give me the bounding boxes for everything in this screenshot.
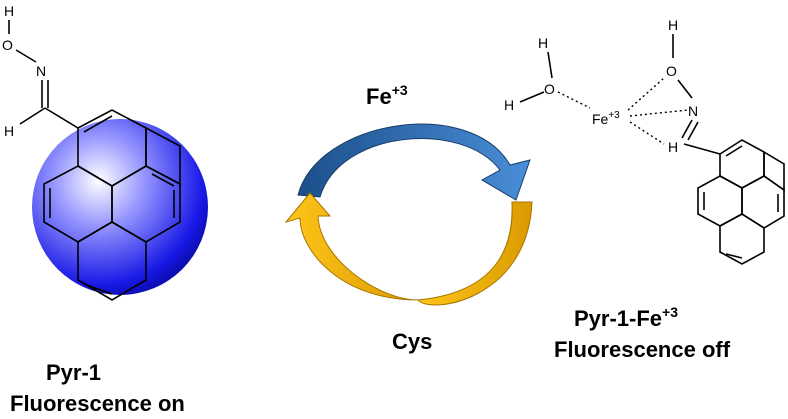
pyr-1-fe-status: Fluorescence off: [554, 337, 731, 362]
atom-n-oxime: N: [36, 63, 46, 79]
cys-reagent-label: Cys: [392, 329, 432, 354]
atom-fe: Fe+3: [592, 110, 620, 127]
pyr-1-label: Pyr-1: [46, 360, 101, 385]
reversible-cycle: [284, 123, 533, 306]
atom-h-water-1: H: [538, 35, 548, 51]
atom-h-hydroxyl: H: [4, 3, 14, 19]
atom-h-hydroxyl-fe: H: [668, 17, 678, 33]
pyr-1-fe-complex: H O H Fe+3 H O N H: [504, 17, 785, 265]
atom-n-oxime-fe: N: [688, 103, 698, 119]
atom-h-imine: H: [4, 123, 14, 139]
reverse-arrow-gold-2: [284, 192, 419, 301]
atom-h-water-2: H: [504, 97, 514, 113]
atom-o-water: O: [544, 81, 555, 97]
pyr-1-fe-label: Pyr-1-Fe+3: [574, 304, 678, 331]
pyr-1-status: Fluorescence on: [10, 391, 185, 416]
atom-o-oxime: O: [2, 37, 13, 53]
pyr-1-molecule: H O N H: [2, 3, 208, 301]
fluorescent-sphere: [32, 119, 208, 295]
atom-h-imine-fe: H: [668, 139, 678, 155]
forward-arrow-blue: [297, 123, 531, 201]
reverse-arrow-gold: [417, 201, 533, 306]
fe-reagent-label: Fe+3: [366, 82, 408, 109]
atom-o-oxime-fe: O: [666, 63, 677, 79]
